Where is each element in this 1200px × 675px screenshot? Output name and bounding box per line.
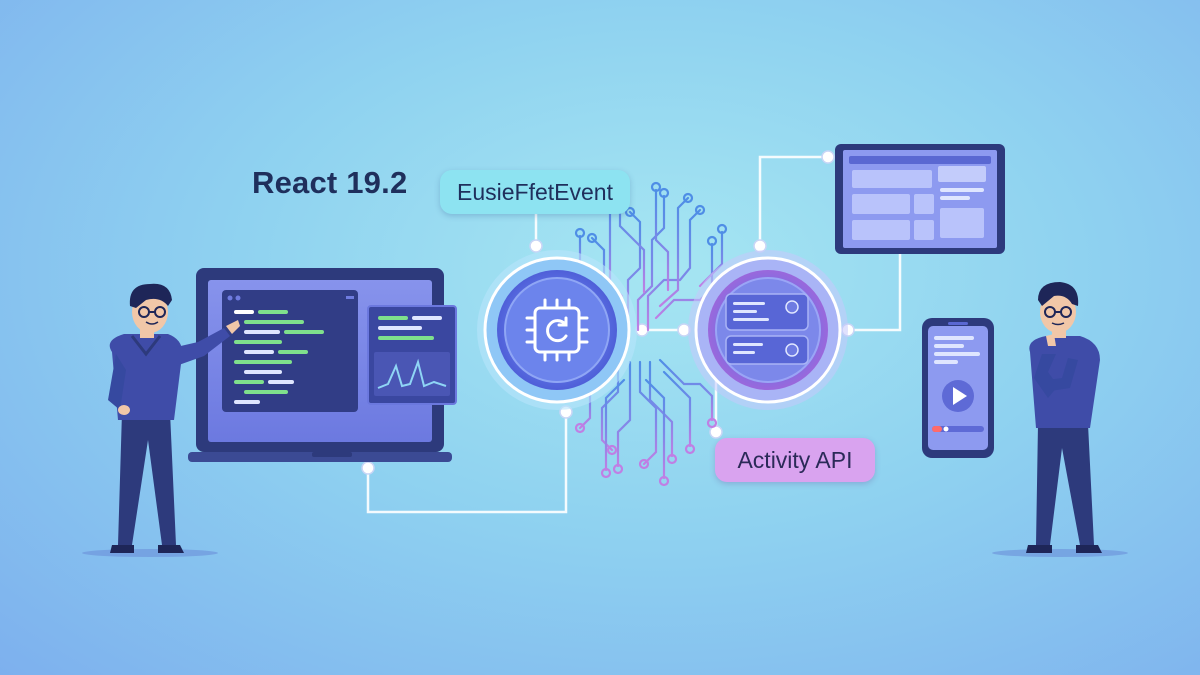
list-card-icon [725, 293, 809, 365]
chip-hub [477, 250, 637, 410]
chip-icon [525, 298, 589, 362]
activity-hub [688, 250, 848, 410]
person-icon [992, 282, 1128, 557]
heading: React 19.2 [252, 165, 408, 200]
activity-api-label: Activity API [715, 438, 875, 482]
coin-icon [785, 343, 799, 357]
chart-card [367, 305, 457, 405]
phone-icon [922, 318, 994, 458]
connector-dots [361, 150, 855, 475]
coin-icon [785, 300, 799, 314]
effect-event-label: EusieFfetEvent [440, 170, 630, 214]
person-icon [82, 283, 240, 557]
tablet-icon [835, 144, 1005, 254]
code-lines [234, 310, 324, 404]
laptop-icon [188, 268, 452, 462]
